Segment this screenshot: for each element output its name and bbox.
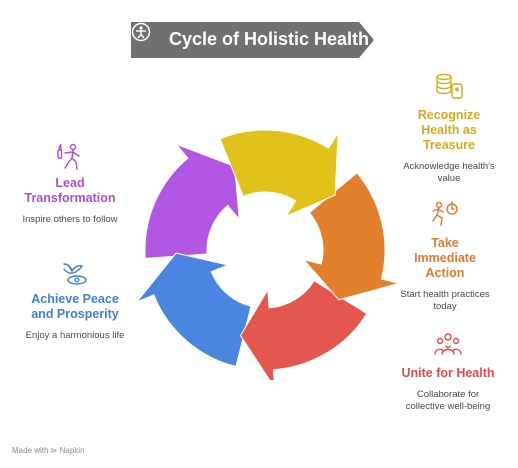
people-group-icon: [434, 333, 462, 355]
step-action: Take Immediate Action Start health pract…: [400, 200, 490, 313]
cycle-diagram: [135, 129, 401, 380]
step-description: Start health practices today: [400, 289, 490, 312]
vitruvian-icon: [131, 22, 151, 42]
segment-peace: [135, 252, 252, 368]
step-peace: Achieve Peace and Prosperity Enjoy a har…: [20, 258, 130, 342]
step-label: Take Immediate Action: [414, 236, 476, 280]
runner-stopwatch-icon: [432, 201, 458, 226]
segment-act: [302, 172, 401, 301]
segment-unite: [239, 280, 368, 380]
step-label: Unite for Health: [401, 366, 495, 380]
step-unite: Unite for Health Collaborate for collect…: [396, 330, 500, 413]
dove-eye-icon: [63, 263, 87, 285]
step-description: Acknowledge health's value: [403, 161, 495, 184]
title-banner: Cycle of Holistic Health: [131, 22, 374, 58]
coins-jar-icon: [436, 73, 463, 99]
step-transform: Lead Transformation Inspire others to fo…: [20, 142, 120, 226]
step-recognize: Recognize Health as Treasure Acknowledge…: [400, 72, 498, 185]
made-with-napkin: Made with ⊳ Napkin: [12, 446, 85, 455]
step-description: Enjoy a harmonious life: [25, 330, 125, 341]
step-label: Achieve Peace and Prosperity: [31, 292, 119, 321]
title-banner-shape: [131, 22, 374, 58]
step-label: Lead Transformation: [24, 176, 116, 205]
page-title: Cycle of Holistic Health: [169, 29, 370, 49]
segment-recognize: [219, 129, 339, 218]
step-description: Inspire others to follow: [22, 214, 118, 225]
step-description: Collaborate for collective well-being: [405, 389, 491, 412]
person-torch-icon: [57, 143, 80, 170]
segment-transform: [144, 143, 240, 259]
step-label: Recognize Health as Treasure: [417, 108, 481, 152]
